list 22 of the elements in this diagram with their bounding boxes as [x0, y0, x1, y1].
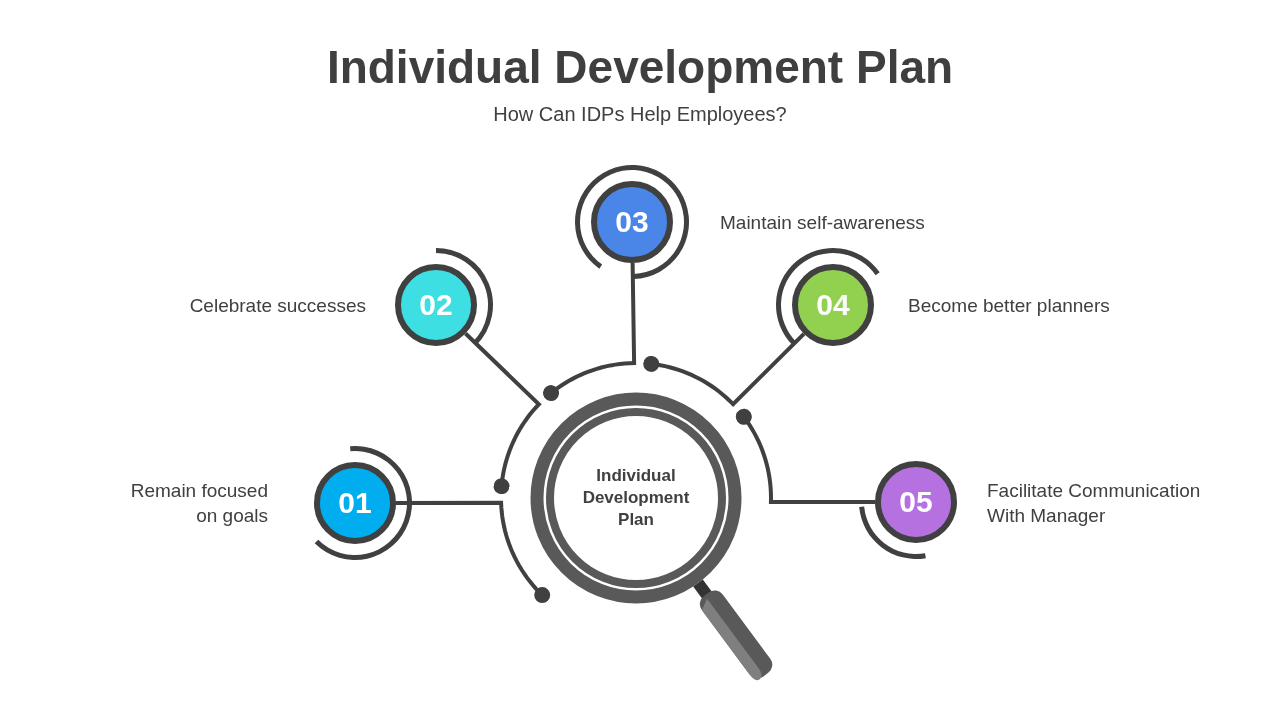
number-circle: [591, 181, 673, 263]
number-circle: [314, 462, 396, 544]
step-number: 02: [419, 288, 453, 322]
connector-line: [735, 408, 875, 504]
number-circle: [395, 264, 477, 346]
step-number: 04: [816, 288, 850, 322]
connector-line: [643, 332, 806, 408]
connector-line: [396, 500, 551, 604]
title: Individual Development Plan: [325, 40, 955, 94]
subtitle: How Can IDPs Help Employees?: [492, 103, 788, 126]
step-description: Remain focused on goals: [129, 479, 268, 528]
step-number: 03: [615, 205, 649, 239]
connector-line: [464, 332, 542, 495]
step-number: 05: [899, 485, 933, 519]
connector-line: [543, 262, 637, 402]
step-description: Facilitate Communication With Manager: [987, 479, 1202, 528]
step-description: Become better planners: [908, 293, 1111, 318]
step-description: Maintain self-awareness: [720, 210, 926, 235]
number-circle: [792, 264, 874, 346]
step-description: Celebrate successes: [188, 293, 366, 318]
hub-label: Individual Development Plan: [581, 465, 691, 531]
step-number: 01: [338, 486, 372, 520]
